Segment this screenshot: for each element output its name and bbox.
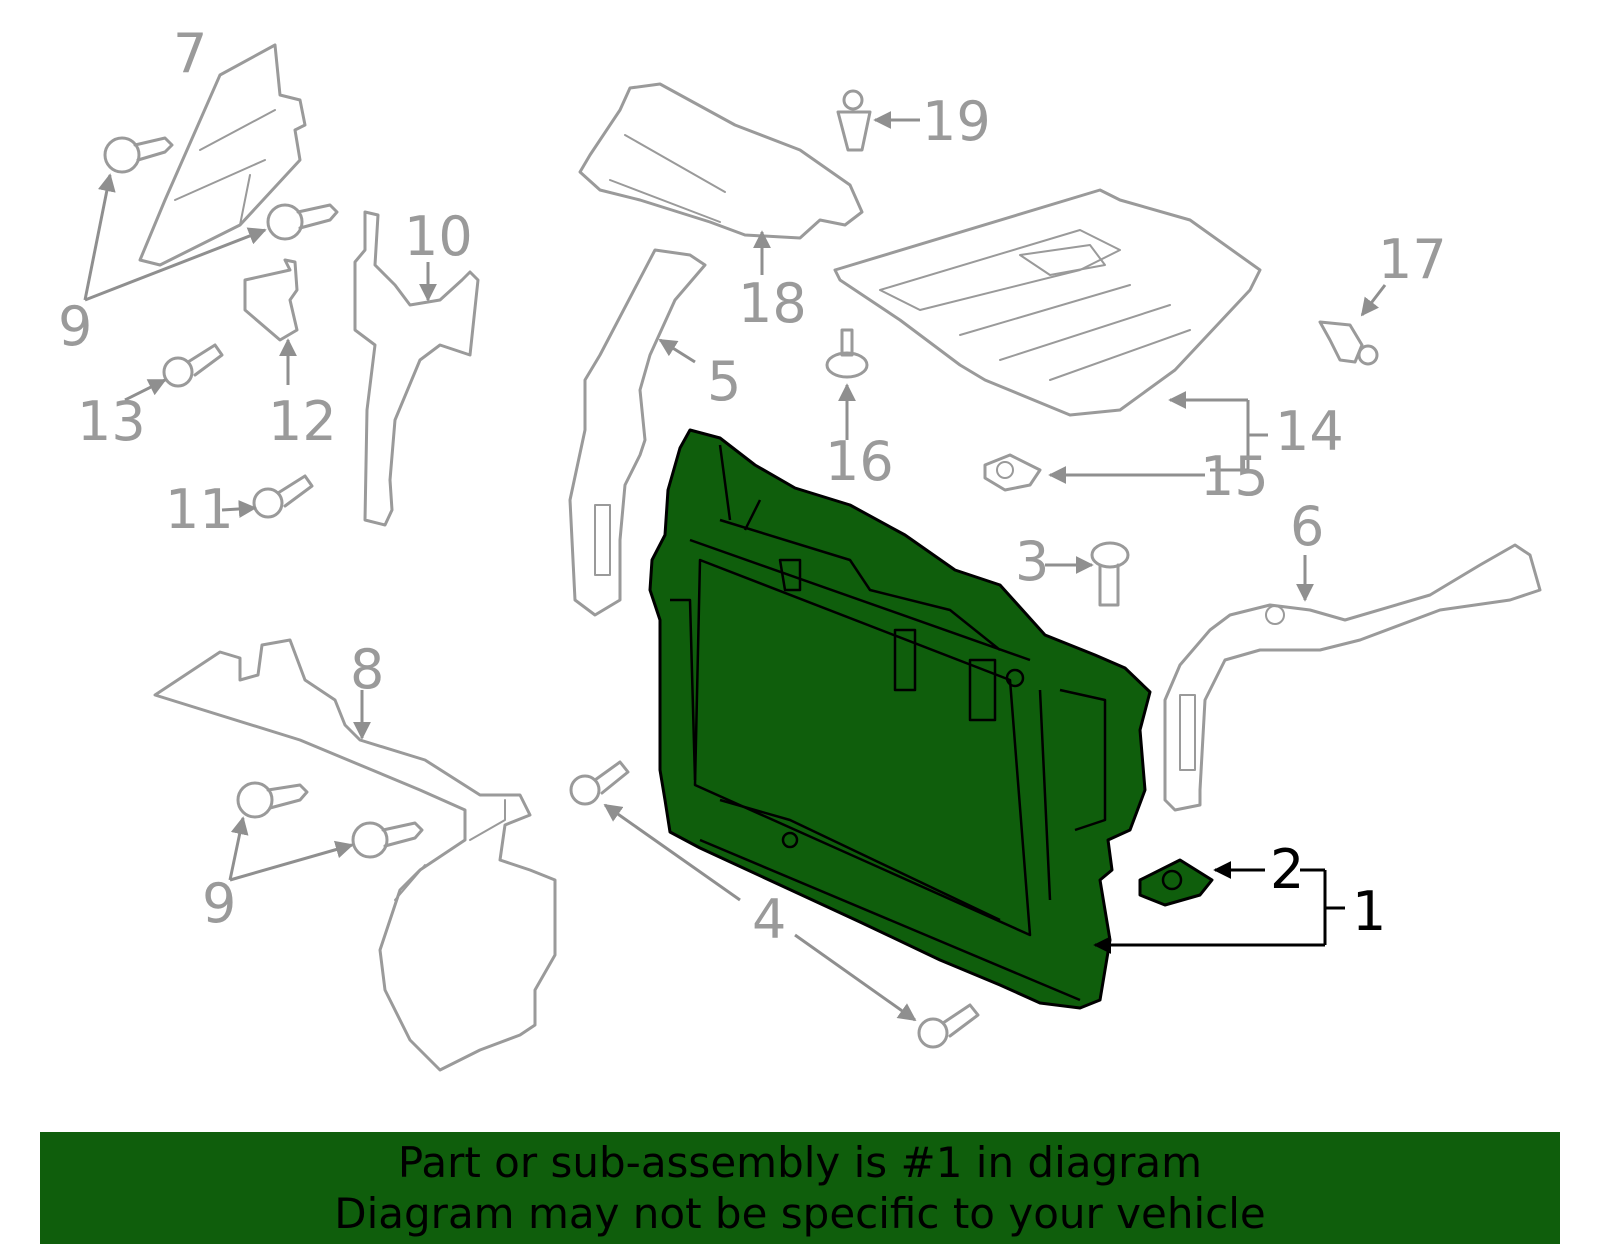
bolt-16 [825, 328, 869, 379]
callout-11: 11 [165, 478, 234, 541]
part-18-air-duct [578, 82, 864, 240]
callout-4: 4 [752, 888, 786, 951]
part-14-under-cover [833, 188, 1262, 417]
clip-9-lower-a [236, 781, 309, 819]
part-5-pillar [568, 248, 707, 617]
part-8-deflector [153, 638, 557, 1072]
clip-19 [836, 89, 872, 152]
bolt-13 [162, 343, 224, 388]
banner-line-2: Diagram may not be specific to your vehi… [334, 1189, 1266, 1238]
callout-1: 1 [1352, 880, 1386, 943]
callout-12: 12 [268, 390, 337, 453]
bolt-4-lower [917, 1003, 980, 1049]
callout-17: 17 [1378, 228, 1447, 291]
part-1-radiator-support [648, 428, 1152, 1010]
clip-9-lower-b [351, 821, 424, 859]
part-12-bracket [243, 258, 299, 342]
callout-3: 3 [1015, 530, 1049, 593]
bolt-3 [1090, 541, 1130, 607]
part-2-nut [1138, 858, 1214, 907]
clip-17 [1318, 320, 1379, 366]
callout-5: 5 [707, 350, 741, 413]
callout-8: 8 [350, 638, 384, 701]
part-10-bracket [353, 210, 480, 527]
callout-15: 15 [1200, 445, 1269, 508]
bolt-11 [252, 474, 314, 519]
callout-19: 19 [922, 90, 991, 153]
callout-7: 7 [173, 22, 207, 85]
callout-9-upper: 9 [58, 295, 92, 358]
info-banner: Part or sub-assembly is #1 in diagram Di… [40, 1132, 1560, 1244]
callout-16: 16 [825, 430, 894, 493]
part-7-bracket [138, 43, 307, 267]
nut-15 [983, 453, 1042, 492]
bolt-4-upper [569, 760, 630, 806]
banner-line-1: Part or sub-assembly is #1 in diagram [397, 1138, 1203, 1187]
callout-18: 18 [738, 272, 807, 335]
callout-14: 14 [1275, 400, 1344, 463]
callout-9-lower: 9 [202, 872, 236, 935]
callout-2: 2 [1270, 838, 1304, 901]
callout-13: 13 [77, 390, 146, 453]
part-6-upper-rail [1163, 543, 1542, 812]
callout-10: 10 [404, 205, 473, 268]
clip-9-upper-a [103, 136, 174, 174]
clip-9-upper-b [266, 203, 339, 241]
callout-6: 6 [1290, 495, 1324, 558]
